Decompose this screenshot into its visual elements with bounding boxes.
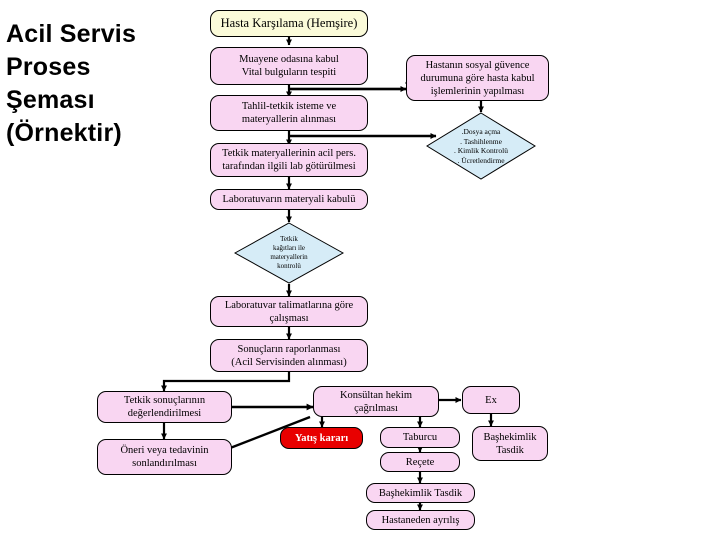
- node-hasta-karsilama[interactable]: Hasta Karşılama (Hemşire): [210, 10, 368, 37]
- node-label: Hasta Karşılama (Hemşire): [220, 16, 358, 30]
- node-label: Tetkik materyallerinin acil pers. tarafı…: [222, 148, 356, 172]
- node-label: Reçete: [405, 456, 435, 468]
- node-label: Laboratuvar talimatlarına göre çalışması: [224, 299, 354, 324]
- node-muayene-odasina-kabul[interactable]: Muayene odasına kabul Vital bulguların t…: [210, 47, 368, 85]
- node-bashekimlik-tasdik[interactable]: Başhekimlik Tasdik: [366, 483, 475, 503]
- node-sonuclarin-raporlanmasi[interactable]: Sonuçların raporlanması (Acil Servisinde…: [210, 339, 368, 372]
- node-label: Tahlil-tetkik isteme ve materyallerin al…: [241, 101, 337, 125]
- node-sosyal-guvence-hasta-kabul[interactable]: Hastanın sosyal güvence durumuna göre ha…: [406, 55, 549, 101]
- node-label: Hastaneden ayrılış: [381, 514, 460, 526]
- node-label: Laboratuvarın materyali kabulü: [222, 194, 356, 205]
- node-label: Konsültan hekim çağrılması: [339, 389, 413, 414]
- node-label: Tetkik kağıtları ile materyallerin kontr…: [270, 235, 308, 270]
- page-title-line-1: Acil Servis: [6, 20, 137, 48]
- diamond-shape: [234, 222, 344, 284]
- diamond-shape: [426, 112, 536, 180]
- node-label: Başhekimlik Tasdik: [378, 487, 463, 499]
- node-hastaneden-ayrilis[interactable]: Hastaneden ayrılış: [366, 510, 475, 530]
- node-laboratuvar-talimat-calismasi[interactable]: Laboratuvar talimatlarına göre çalışması: [210, 296, 368, 327]
- node-yatis-karari[interactable]: Yatış kararı: [280, 427, 363, 449]
- node-tetkik-sonuclarin-degerlendirilmesi[interactable]: Tetkik sonuçlarının değerlendirilmesi: [97, 391, 232, 423]
- node-recete[interactable]: Reçete: [380, 452, 460, 472]
- node-label: Sonuçların raporlanması (Acil Servisinde…: [231, 343, 347, 368]
- node-label: Yatış kararı: [294, 432, 349, 444]
- node-label: Ex: [485, 394, 497, 406]
- node-label: Başhekimlik Tasdik: [483, 431, 537, 456]
- node-label: Muayene odasına kabul Vital bulguların t…: [239, 54, 339, 78]
- page-title-line-2: Proses: [6, 53, 91, 81]
- node-label: Taburcu: [402, 432, 438, 443]
- node-label: Tetkik sonuçlarının değerlendirilmesi: [123, 395, 206, 419]
- node-oneri-veya-tedavinin-sonlandirilmasi[interactable]: Öneri veya tedavinin sonlandırılması: [97, 439, 232, 475]
- node-label: Öneri veya tedavinin sonlandırılması: [120, 445, 209, 469]
- page-title-line-3: Şeması (Örnektir): [6, 86, 122, 147]
- node-label: .Dosya açma . Tashihlenme . Kimlik Kontr…: [454, 127, 508, 165]
- node-dosya-acma-kimlik-kontrol[interactable]: .Dosya açma . Tashihlenme . Kimlik Kontr…: [426, 112, 536, 180]
- node-label: Hastanın sosyal güvence durumuna göre ha…: [420, 59, 535, 97]
- node-bashekimlik-tasdik-ex[interactable]: Başhekimlik Tasdik: [472, 426, 548, 461]
- node-taburcu[interactable]: Taburcu: [380, 427, 460, 448]
- node-konsultan-hekim-cagrilmasi[interactable]: Konsültan hekim çağrılması: [313, 386, 439, 417]
- page-title: Acil Servis Proses Şeması (Örnektir): [6, 18, 216, 150]
- node-tahlil-tetkik-isteme[interactable]: Tahlil-tetkik isteme ve materyallerin al…: [210, 95, 368, 131]
- node-tetkik-kagit-materyal-kontrolu[interactable]: Tetkik kağıtları ile materyallerin kontr…: [234, 222, 344, 284]
- node-ex[interactable]: Ex: [462, 386, 520, 414]
- node-tetkik-materyal-lab-goturulmesi[interactable]: Tetkik materyallerinin acil pers. tarafı…: [210, 143, 368, 177]
- node-laboratuvar-materyal-kabulu[interactable]: Laboratuvarın materyali kabulü: [210, 189, 368, 210]
